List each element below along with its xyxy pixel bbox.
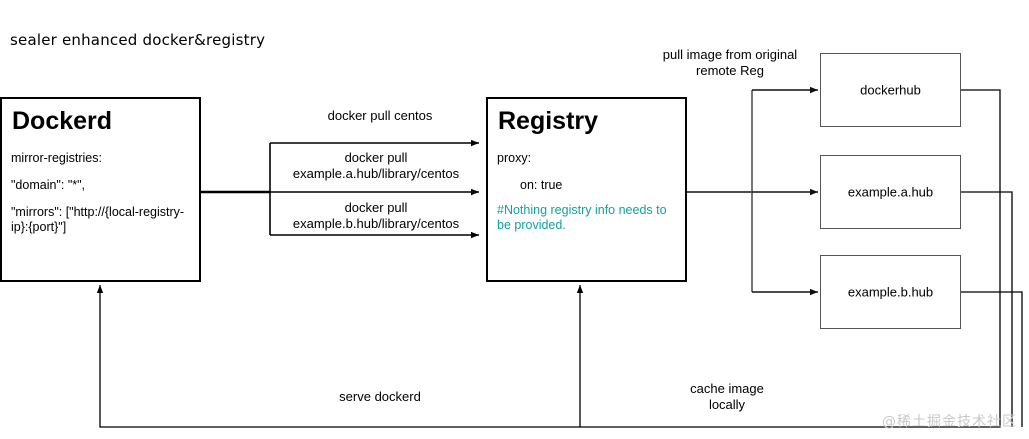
dockerd-config-line-1: "domain": "*", <box>11 178 86 192</box>
registry-config-line-1: on: true <box>520 178 563 192</box>
node-registry-title: Registry <box>498 107 599 135</box>
node-remote-dockerhub-label: dockerhub <box>860 82 921 98</box>
registry-config-line-0: proxy: <box>497 151 532 165</box>
edge-label-cache-locally: cache image locally <box>690 381 764 412</box>
node-remote-example-b-label: example.b.hub <box>847 284 934 300</box>
edge-remotes-to-registry <box>576 89 1023 428</box>
node-registry[interactable]: Registry proxy: on: true #Nothing regist… <box>486 97 687 282</box>
page-title: sealer enhanced docker&registry <box>10 31 266 49</box>
node-remote-dockerhub[interactable]: dockerhub <box>820 53 961 127</box>
dockerd-config-line-0: mirror-registries: <box>11 151 102 165</box>
node-remote-example-a[interactable]: example.a.hub <box>820 155 961 229</box>
edge-label-serve-dockerd: serve dockerd <box>339 389 421 404</box>
edge-label-pull-b: docker pull example.b.hub/library/centos <box>292 200 460 231</box>
node-remote-example-a-label: example.a.hub <box>847 184 934 200</box>
dockerd-config-line-2: "mirrors": ["http://{local-registry-ip}:… <box>11 205 185 234</box>
edge-label-pull-a: docker pull example.a.hub/library/centos <box>292 150 460 181</box>
edge-label-pull-remote: pull image from original remote Reg <box>662 47 798 78</box>
registry-comment: #Nothing registry info needs to be provi… <box>497 203 667 232</box>
edge-dockerd-to-registry <box>201 139 479 239</box>
node-dockerd[interactable]: Dockerd mirror-registries: "domain": "*"… <box>0 97 201 282</box>
edge-label-pull-centos: docker pull centos <box>327 108 433 123</box>
edge-registry-to-remotes <box>687 86 818 296</box>
watermark: @稀土掘金技术社区 <box>882 414 1017 430</box>
node-remote-example-b[interactable]: example.b.hub <box>820 255 961 329</box>
node-dockerd-title: Dockerd <box>12 107 113 135</box>
edge-registry-to-dockerd <box>96 285 580 428</box>
